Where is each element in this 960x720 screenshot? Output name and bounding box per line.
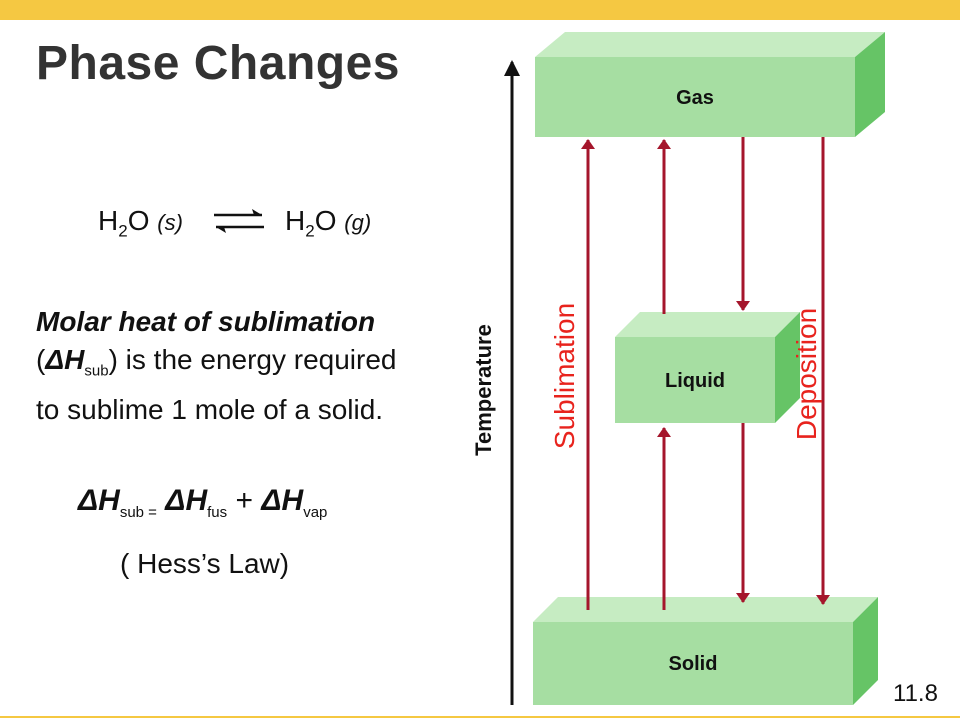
hess-law-note: ( Hess’s Law) (120, 548, 290, 579)
solid-box: Solid (533, 597, 878, 705)
slide-title: Phase Changes (36, 37, 400, 90)
definition-text: Molar heat of sublimation (ΔHsub) is the… (36, 306, 397, 425)
liquid-box-front (615, 337, 775, 423)
state-gas: (g) (344, 210, 372, 235)
slide-number: 11.8 (893, 680, 938, 707)
liquid-box-top (615, 312, 800, 337)
sublimation-label: Sublimation (549, 303, 580, 449)
gas-label: Gas (676, 87, 714, 109)
liquid-box-side (775, 312, 800, 423)
equation-left: H2O (s) (98, 205, 183, 241)
top-accent-bar (0, 0, 960, 20)
state-solid: (s) (157, 210, 183, 235)
gas-box-top (535, 32, 885, 57)
liquid-box: Liquid (615, 312, 800, 423)
gas-box: Gas (535, 32, 885, 137)
liquid-label: Liquid (665, 370, 725, 392)
deposition-label: Deposition (791, 308, 822, 440)
equilibrium-arrows-icon (214, 209, 264, 233)
definition-term: Molar heat of sublimation (36, 306, 376, 337)
gas-box-side (855, 32, 885, 137)
temperature-axis-label: Temperature (471, 324, 496, 456)
equation-right: H2O (g) (285, 205, 372, 241)
gas-box-front (535, 57, 855, 137)
sublimation-formula: ΔHsub = ΔHfus + ΔHvap (78, 484, 328, 521)
solid-label: Solid (669, 653, 718, 675)
bottom-accent-line (0, 716, 960, 718)
solid-box-front (533, 622, 853, 705)
solid-box-top (533, 597, 878, 622)
solid-box-side (853, 597, 878, 705)
